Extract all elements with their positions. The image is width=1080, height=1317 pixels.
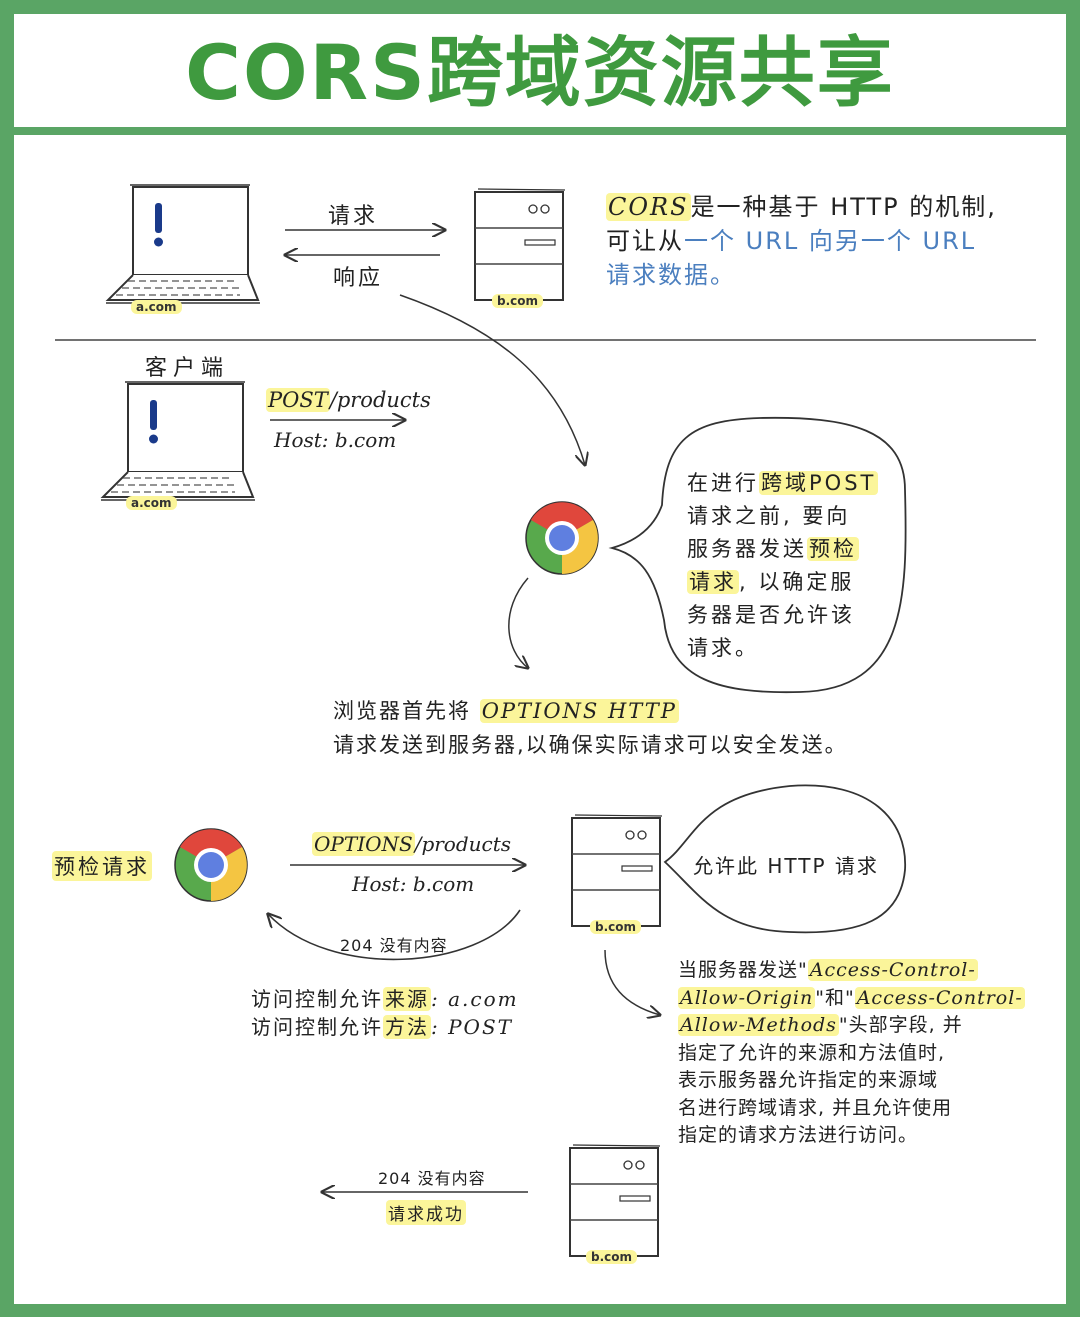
title-bar: CORS跨域资源共享 <box>14 14 1066 135</box>
browser-down-arrow <box>508 577 528 668</box>
client-laptop-icon <box>105 184 261 304</box>
post-request-line: POST/products <box>266 388 431 412</box>
request-label: 请求 <box>328 204 379 229</box>
options-host-line: Host: b.com <box>352 872 475 896</box>
preflight-label: 预检请求 <box>52 851 152 881</box>
chrome-icon-bottom <box>174 828 248 902</box>
cors-term: CORS <box>606 193 691 221</box>
client-domain-label-2: a.com <box>126 496 177 510</box>
server-domain-label-3: b.com <box>586 1250 638 1264</box>
options-request-line: OPTIONS/products <box>312 832 512 856</box>
server-domain-label-2: b.com <box>590 920 642 934</box>
cors-description: CORS是一种基于 HTTP 的机制, 可让从一个 URL 向另一个 URL 请… <box>606 193 997 289</box>
post-host-line: Host: b.com <box>274 428 397 452</box>
server-icon-middle <box>571 814 663 927</box>
page-title: CORS跨域资源共享 <box>185 28 895 117</box>
client-domain-label: a.com <box>131 300 182 314</box>
allow-bubble-text: 允许此 HTTP 请求 <box>693 854 879 878</box>
response-204-arrow <box>268 909 521 961</box>
response-204-label: 204 没有内容 <box>340 936 448 955</box>
server-note: 当服务器发送"Access-Control- Allow-Origin"和"Ac… <box>678 959 1025 1146</box>
preflight-bubble-text: 在进行跨域POST 请求之前, 要向 服务器发送预检 请求, 以确定服 务器是否… <box>687 471 879 660</box>
client-heading: 客户端 <box>145 356 230 381</box>
request-success-label: 请求成功 <box>386 1200 466 1225</box>
response-label: 响应 <box>333 266 384 291</box>
server-icon-bottom <box>569 1144 661 1257</box>
flow-arrow-to-browser <box>399 294 585 465</box>
browser-note: 浏览器首先将 OPTIONS HTTP 请求发送到服务器,以确保实际请求可以安全… <box>333 699 848 757</box>
access-control-headers: 访问控制允许来源: a.com 访问控制允许方法: POST <box>251 987 519 1039</box>
speech-bubble-allow <box>663 784 906 934</box>
client-laptop-icon-2 <box>100 381 256 501</box>
chrome-icon-middle <box>525 501 599 575</box>
server-domain-label: b.com <box>492 294 544 308</box>
server-icon-top <box>474 188 566 301</box>
server-note-arrow <box>604 949 660 1015</box>
final-204-label: 204 没有内容 <box>378 1169 486 1188</box>
